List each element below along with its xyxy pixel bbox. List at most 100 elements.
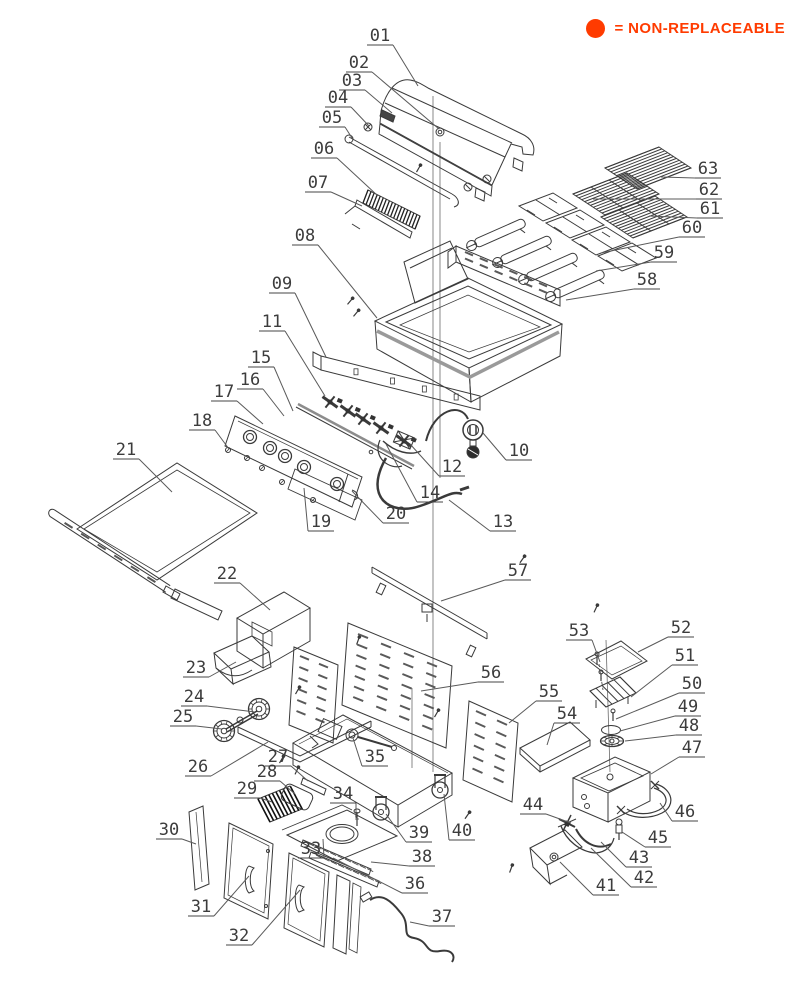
callout-07: 07 bbox=[305, 173, 363, 207]
grease-box bbox=[236, 591, 311, 669]
svg-text:45: 45 bbox=[648, 828, 668, 848]
callout-38: 38 bbox=[370, 847, 435, 867]
callout-10: 10 bbox=[482, 432, 532, 461]
svg-text:13: 13 bbox=[493, 512, 513, 532]
lid-handle-screw bbox=[363, 122, 373, 132]
door-right bbox=[283, 852, 330, 948]
callout-17: 17 bbox=[211, 382, 264, 425]
callout-12: 12 bbox=[409, 443, 465, 477]
callout-30: 30 bbox=[156, 820, 197, 845]
callout-36: 36 bbox=[332, 857, 428, 894]
control-panel bbox=[224, 415, 363, 508]
svg-text:60: 60 bbox=[682, 218, 702, 238]
svg-text:37: 37 bbox=[432, 907, 452, 927]
svg-text:07: 07 bbox=[308, 173, 328, 193]
svg-text:43: 43 bbox=[629, 848, 649, 868]
svg-text:39: 39 bbox=[409, 823, 429, 843]
wheel-rear bbox=[247, 697, 271, 721]
callout-54: 54 bbox=[546, 704, 580, 746]
side-burner-head bbox=[599, 734, 625, 748]
svg-text:36: 36 bbox=[405, 874, 425, 894]
svg-text:52: 52 bbox=[671, 618, 691, 638]
non-replaceable-dot bbox=[586, 19, 606, 38]
svg-text:20: 20 bbox=[386, 504, 406, 524]
svg-text:63: 63 bbox=[698, 159, 718, 179]
callout-35: 35 bbox=[352, 737, 388, 767]
gas-hose bbox=[376, 457, 470, 510]
callout-37: 37 bbox=[409, 907, 455, 927]
svg-text:22: 22 bbox=[217, 564, 237, 584]
panel-end-bracket bbox=[287, 468, 363, 521]
clip-bracket bbox=[294, 765, 327, 796]
svg-text:46: 46 bbox=[675, 802, 695, 822]
svg-text:42: 42 bbox=[634, 868, 654, 888]
callout-21: 21 bbox=[113, 440, 173, 493]
svg-text:01: 01 bbox=[370, 26, 390, 46]
callout-09: 09 bbox=[269, 274, 327, 358]
callout-42: 42 bbox=[590, 847, 657, 888]
svg-text:03: 03 bbox=[342, 71, 362, 91]
callout-28: 28 bbox=[254, 762, 296, 795]
burner-bolt bbox=[610, 708, 616, 721]
callout-53: 53 bbox=[566, 621, 601, 663]
callout-62: 62 bbox=[593, 180, 722, 200]
callout-20: 20 bbox=[351, 490, 409, 524]
svg-text:08: 08 bbox=[295, 226, 315, 246]
knob-bezels bbox=[242, 429, 345, 492]
svg-text:56: 56 bbox=[481, 663, 501, 683]
side-burner-box bbox=[571, 756, 652, 823]
callout-40: 40 bbox=[443, 793, 475, 841]
svg-text:32: 32 bbox=[229, 926, 249, 946]
callout-27: 27 bbox=[265, 747, 309, 782]
igniter-cable bbox=[359, 891, 455, 963]
svg-text:31: 31 bbox=[191, 897, 211, 917]
firebox bbox=[347, 163, 564, 564]
caster-left bbox=[372, 796, 390, 821]
lid-screws bbox=[594, 651, 604, 691]
legend-text: = NON-REPLACEABLE bbox=[614, 20, 785, 37]
svg-text:21: 21 bbox=[116, 440, 136, 460]
regulator bbox=[425, 409, 484, 459]
lid-handle bbox=[344, 134, 459, 208]
heat-plates bbox=[517, 192, 658, 272]
cart-right-panel bbox=[462, 700, 519, 803]
svg-text:26: 26 bbox=[188, 757, 208, 777]
burner-ring bbox=[601, 725, 621, 735]
svg-text:06: 06 bbox=[314, 139, 334, 159]
cart-left-panel bbox=[288, 646, 339, 744]
svg-text:55: 55 bbox=[539, 682, 559, 702]
lid-logo-plate bbox=[379, 109, 396, 123]
callout-44: 44 bbox=[520, 795, 572, 824]
mount-bracket bbox=[509, 829, 583, 886]
svg-text:33: 33 bbox=[301, 839, 321, 859]
callout-58: 58 bbox=[565, 270, 660, 301]
svg-text:53: 53 bbox=[569, 621, 589, 641]
side-burner-grate bbox=[589, 676, 637, 708]
caster-right bbox=[431, 774, 449, 799]
vent-grate bbox=[362, 189, 421, 230]
vent-grate-small bbox=[257, 785, 304, 823]
callout-48: 48 bbox=[624, 716, 702, 742]
svg-text:24: 24 bbox=[184, 687, 204, 707]
svg-text:23: 23 bbox=[186, 658, 206, 678]
support-tube bbox=[616, 780, 672, 818]
axle-assembly bbox=[309, 717, 397, 751]
cart-base bbox=[291, 714, 454, 828]
svg-text:57: 57 bbox=[508, 561, 528, 581]
callout-29: 29 bbox=[234, 779, 273, 803]
callout-39: 39 bbox=[385, 813, 432, 843]
callout-63: 63 bbox=[660, 159, 721, 179]
manifold-pipe bbox=[295, 402, 415, 470]
svg-text:48: 48 bbox=[679, 716, 699, 736]
callout-01: 01 bbox=[367, 26, 419, 87]
side-hoses bbox=[294, 603, 615, 854]
svg-text:62: 62 bbox=[699, 180, 719, 200]
door-side-strips bbox=[332, 874, 362, 955]
svg-text:10: 10 bbox=[509, 441, 529, 461]
svg-text:29: 29 bbox=[237, 779, 257, 799]
shelf-bar bbox=[170, 588, 223, 621]
callout-47: 47 bbox=[650, 738, 705, 775]
callout-52: 52 bbox=[637, 618, 694, 653]
callout-15: 15 bbox=[248, 348, 294, 412]
